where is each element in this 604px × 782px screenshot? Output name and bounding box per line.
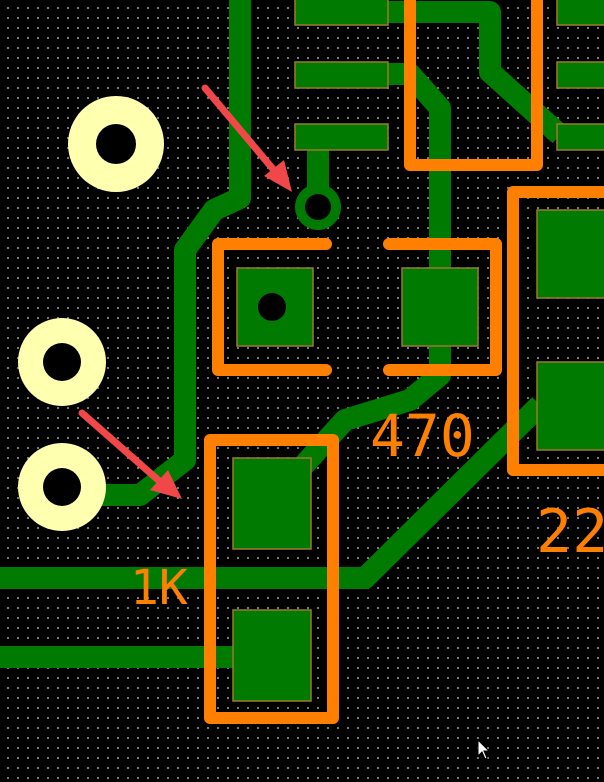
annotation-arrows <box>78 84 292 499</box>
pad[interactable] <box>232 609 312 702</box>
through-hole-pads <box>18 96 164 531</box>
pad[interactable] <box>536 209 604 299</box>
pad[interactable] <box>294 0 389 26</box>
pad-hole <box>258 293 286 321</box>
resistor-470-outline-right <box>383 238 502 376</box>
capacitor-outline <box>507 186 604 476</box>
resistor-470-outline-left <box>212 238 332 376</box>
silkscreen <box>204 0 604 724</box>
trace[interactable] <box>60 0 251 506</box>
trace[interactable] <box>300 1 568 144</box>
via[interactable] <box>295 184 341 230</box>
pad[interactable] <box>294 123 389 151</box>
pad[interactable] <box>232 457 312 550</box>
pad[interactable] <box>236 267 314 347</box>
pad[interactable] <box>556 123 604 151</box>
pad[interactable] <box>556 61 604 89</box>
pad[interactable] <box>556 0 604 26</box>
smd-pads <box>232 0 604 702</box>
label-470: 470 <box>370 402 475 470</box>
pad[interactable] <box>294 61 389 89</box>
ic-outline <box>404 0 543 171</box>
label-22: 22 <box>536 497 604 567</box>
pad[interactable] <box>536 361 604 451</box>
resistor-1k-outline <box>204 434 339 724</box>
arrow-icon <box>201 84 282 179</box>
arrow-icon <box>78 409 169 490</box>
mouse-cursor-icon <box>477 738 491 760</box>
label-1k: 1K <box>130 560 188 616</box>
pad[interactable] <box>401 267 479 347</box>
trace[interactable] <box>0 397 548 589</box>
